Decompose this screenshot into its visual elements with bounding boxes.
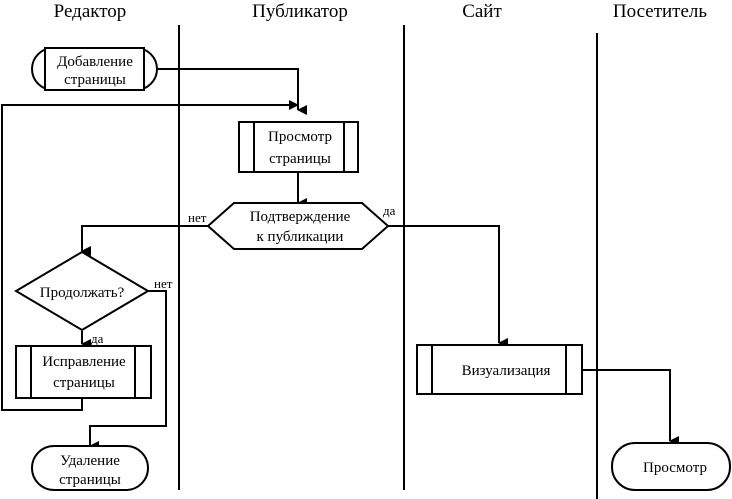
- node-fix-page: Исправление страницы: [15, 345, 152, 399]
- svg-text:Удаление: Удаление: [60, 453, 120, 469]
- svg-text:Просмотр: Просмотр: [268, 129, 332, 145]
- lane-title-editor: Редактор: [54, 1, 127, 22]
- svg-text:страницы: страницы: [53, 375, 115, 391]
- svg-text:страницы: страницы: [269, 151, 331, 167]
- svg-text:страницы: страницы: [64, 72, 126, 88]
- node-continue: Продолжать?: [14, 250, 150, 332]
- svg-text:Исправление: Исправление: [42, 354, 126, 370]
- node-view: Просмотр: [611, 442, 731, 491]
- edge-label-yes: да: [383, 203, 396, 218]
- edge-label-yes: да: [91, 331, 104, 346]
- svg-text:Продолжать?: Продолжать?: [40, 285, 125, 301]
- lane-title-visitor: Посетитель: [613, 1, 707, 22]
- node-add-page: Добавление страницы: [31, 47, 158, 91]
- svg-text:страницы: страницы: [59, 472, 121, 488]
- lane-title-site: Сайт: [462, 1, 502, 22]
- edge-fix-loop: [1, 100, 299, 411]
- svg-text:Просмотр: Просмотр: [643, 460, 707, 476]
- edge-visualize-to-view: [582, 369, 679, 446]
- svg-text:к публикации: к публикации: [257, 229, 344, 245]
- svg-text:Визуализация: Визуализация: [462, 363, 551, 379]
- svg-text:Добавление: Добавление: [57, 54, 133, 70]
- node-delete-page: Удаление страницы: [31, 445, 149, 491]
- svg-text:Подтверждение: Подтверждение: [250, 209, 351, 225]
- edge-label-no: нет: [188, 210, 207, 225]
- node-visualize: Визуализация: [416, 344, 583, 395]
- node-confirm-publication: Подтверждение к публикации: [206, 202, 390, 250]
- edge-continue-no: [89, 290, 167, 451]
- edge-confirm-no: [81, 225, 208, 256]
- edge-add-to-view: [157, 68, 307, 115]
- edge-label-no: нет: [154, 276, 173, 291]
- node-view-page: Просмотр страницы: [238, 121, 359, 173]
- lane-title-publisher: Публикатор: [252, 1, 348, 22]
- edge-confirm-yes: [388, 225, 508, 348]
